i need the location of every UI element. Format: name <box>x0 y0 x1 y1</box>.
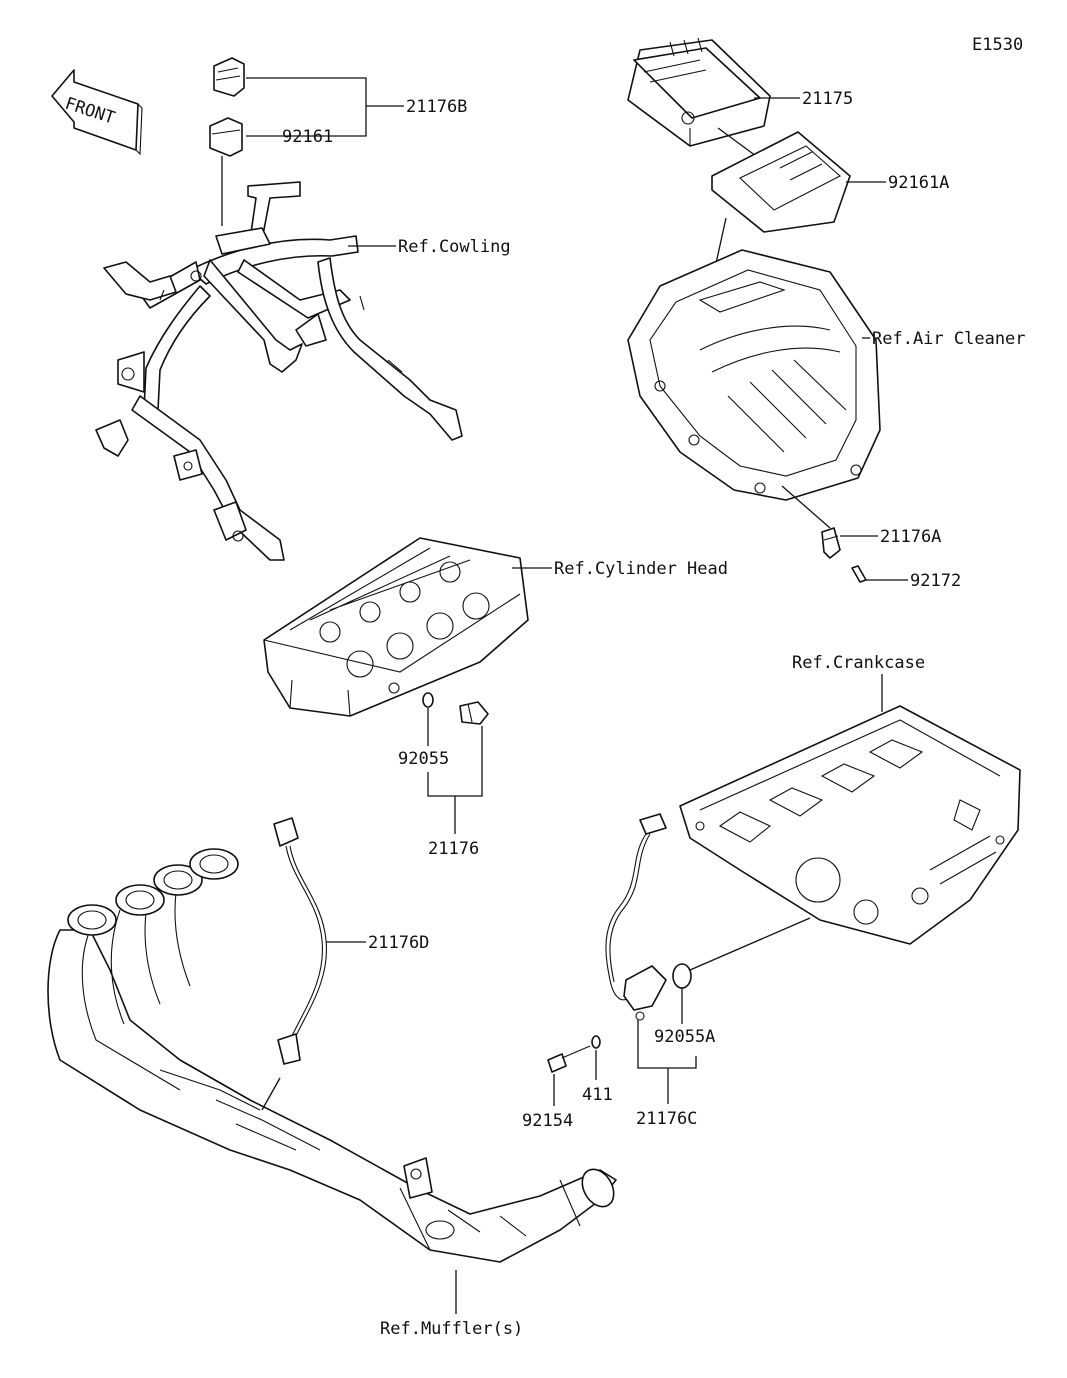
label-411: 411 <box>582 1085 613 1105</box>
sensor-21176D-icon <box>273 817 328 1065</box>
ecu-rubber-92161A-icon <box>711 131 851 233</box>
screw-92172-icon <box>851 565 867 583</box>
label-ref-cylinder-head: Ref.Cylinder Head <box>554 559 728 579</box>
label-92055: 92055 <box>398 749 449 769</box>
label-21176C: 21176C <box>636 1109 697 1129</box>
sensor-21176A-icon <box>821 527 841 559</box>
label-92172: 92172 <box>910 571 961 591</box>
sensor-21176-icon <box>459 701 489 725</box>
label-ref-air-cleaner: Ref.Air Cleaner <box>872 329 1026 349</box>
label-21175: 21175 <box>802 89 853 109</box>
exhaust-muffler-icon <box>47 848 617 1263</box>
cowling-stay-icon <box>95 181 463 561</box>
sensor-21176B-icon <box>213 57 245 97</box>
label-92161: 92161 <box>282 127 333 147</box>
label-ref-crankcase: Ref.Crankcase <box>792 653 925 673</box>
ecu-21175-icon <box>627 37 771 147</box>
leader-21176B <box>246 77 367 137</box>
air-cleaner-icon <box>627 249 881 501</box>
label-92161A: 92161A <box>888 173 949 193</box>
crankcase-icon <box>679 705 1021 945</box>
label-21176D: 21176D <box>368 933 429 953</box>
diagram-id: E1530 <box>972 35 1023 55</box>
sensor-21176C-icon <box>605 813 667 1021</box>
label-21176B: 21176B <box>406 97 467 117</box>
cylinder-head-icon <box>263 537 529 717</box>
label-ref-cowling: Ref.Cowling <box>398 237 511 257</box>
rubber-92161-icon <box>209 117 243 157</box>
bolt-92154-icon <box>547 1045 591 1073</box>
front-arrow-icon: FRONT <box>51 69 143 156</box>
label-ref-muffler: Ref.Muffler(s) <box>380 1319 523 1339</box>
label-92055A: 92055A <box>654 1027 715 1047</box>
label-21176: 21176 <box>428 839 479 859</box>
label-92154: 92154 <box>522 1111 573 1131</box>
label-21176A: 21176A <box>880 527 941 547</box>
washer-411-icon <box>591 1035 601 1049</box>
oring-92055A-icon <box>672 963 692 989</box>
washer-92055-icon <box>422 692 434 708</box>
